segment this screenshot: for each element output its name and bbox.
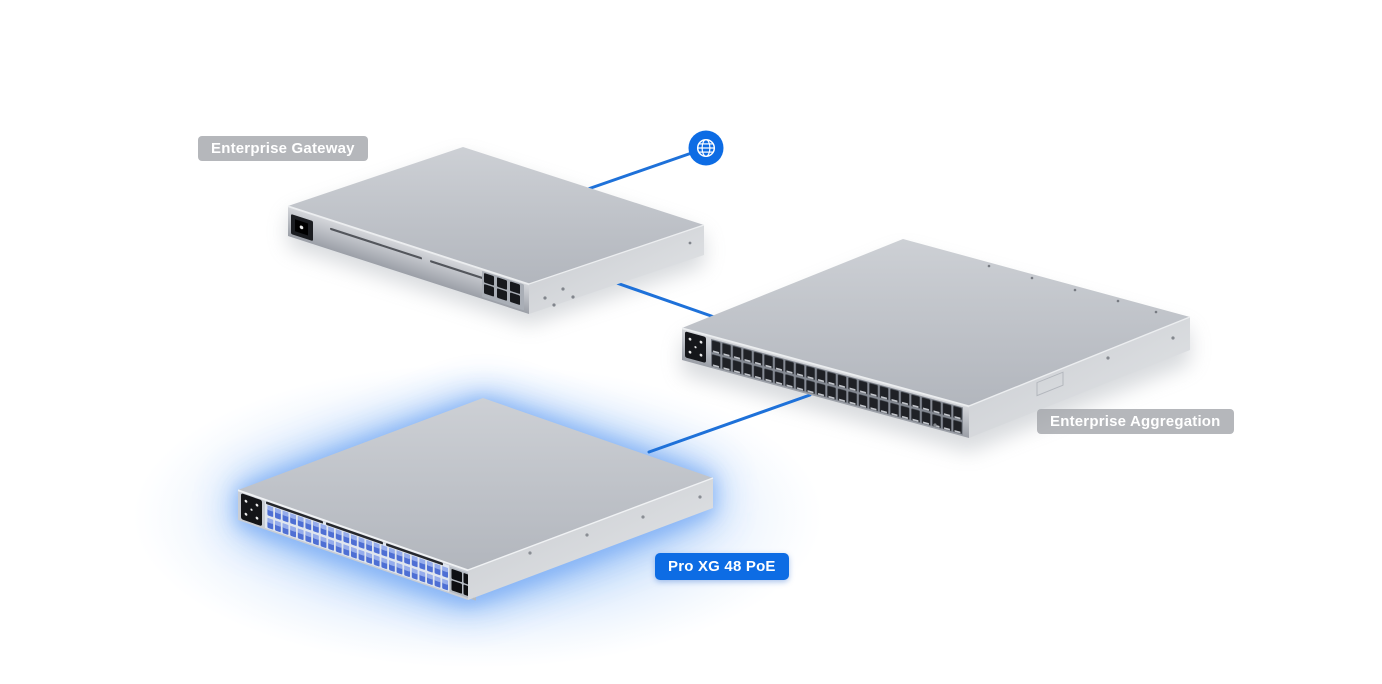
- aggregation-display: [685, 331, 706, 363]
- aggregation-screws: [933, 336, 1175, 427]
- gateway-edge-highlight: [287, 205, 705, 285]
- gateway-right-face: [529, 225, 704, 314]
- device-pro-xg-48-poe[interactable]: [237, 398, 714, 603]
- link-aggregation-proxg: [647, 393, 812, 454]
- label-enterprise-gateway[interactable]: Enterprise Gateway: [198, 136, 368, 161]
- device-enterprise-gateway[interactable]: [287, 147, 705, 315]
- label-enterprise-aggregation[interactable]: Enterprise Aggregation: [1037, 409, 1234, 434]
- aggregation-rear-edge-screws: [987, 264, 1158, 314]
- proxg-screws: [528, 495, 702, 555]
- proxg-rj45-port-panel: [265, 499, 449, 594]
- gateway-screws: [543, 241, 692, 307]
- proxg-display: [241, 493, 262, 526]
- gateway-vent-slot: [330, 227, 422, 260]
- proxg-top-face: [238, 398, 713, 570]
- proxg-right-face: [468, 478, 713, 600]
- device-enterprise-aggregation[interactable]: [681, 239, 1191, 439]
- aggregation-right-face: [969, 317, 1190, 438]
- aggregation-sfp-port-rows: [711, 338, 963, 435]
- label-pro-xg-48-poe[interactable]: Pro XG 48 PoE: [655, 553, 789, 580]
- link-gateway-aggregation: [609, 279, 719, 320]
- aggregation-top-face: [682, 239, 1190, 406]
- aggregation-label-recess: [1036, 371, 1064, 397]
- aggregation-edge-highlight: [681, 316, 1191, 407]
- globe-icon: [688, 130, 724, 166]
- gateway-power-inlet: [291, 214, 313, 241]
- proxg-edge-highlight: [237, 477, 714, 571]
- connection-lines: [586, 146, 812, 454]
- gateway-port-block: [482, 271, 524, 311]
- link-internet-gateway: [586, 146, 708, 191]
- gateway-top-face: [288, 147, 704, 284]
